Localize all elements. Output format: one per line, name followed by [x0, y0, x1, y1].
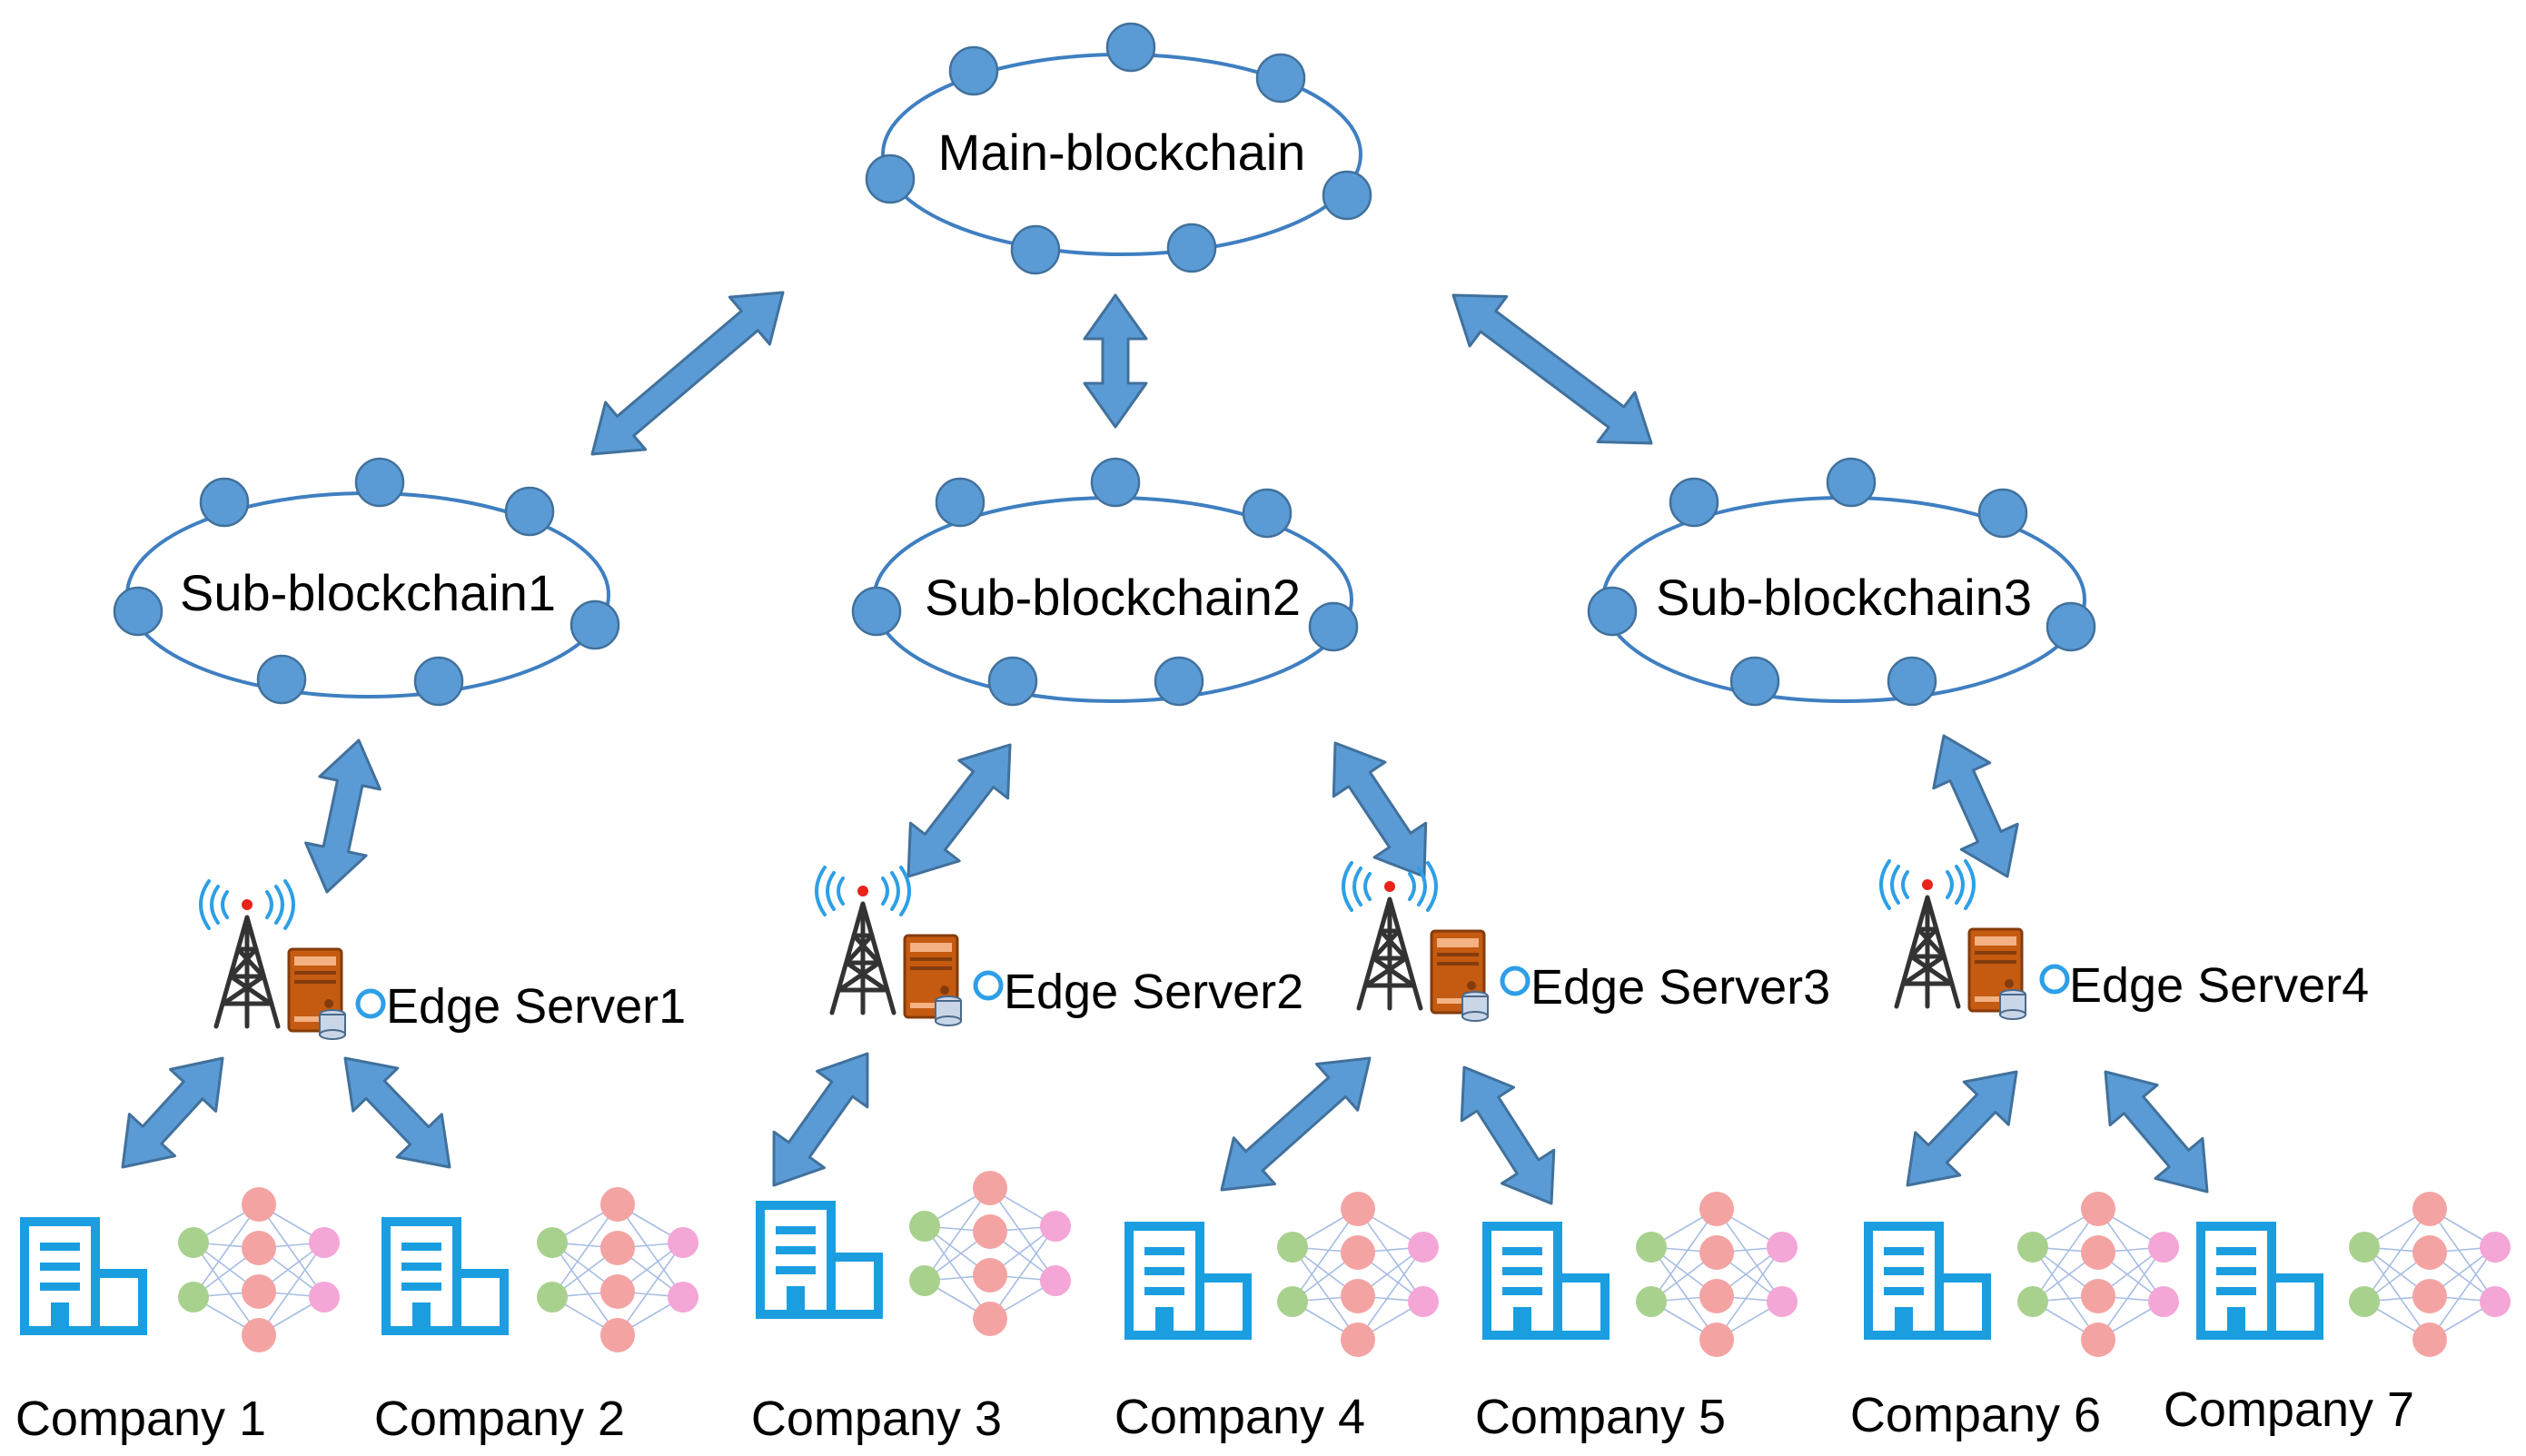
- sub-chain-2-node: [1308, 601, 1359, 652]
- edge-server-4: Edge Server4: [1881, 861, 2369, 1021]
- company-1: Company 1: [15, 1187, 340, 1446]
- cell-tower-icon: [201, 881, 293, 1026]
- edge-server-1-label: Edge Server1: [386, 979, 686, 1034]
- building-icon: [386, 1222, 504, 1331]
- sub-chain-1-node: [113, 586, 163, 637]
- main-chain-node: [948, 45, 999, 96]
- company-3-label: Company 3: [751, 1392, 1002, 1446]
- company-1-label: Company 1: [15, 1392, 266, 1446]
- double-arrow-icon: [121, 1056, 224, 1169]
- main-chain-node: [1105, 22, 1156, 73]
- neural-network-icon: [2349, 1192, 2511, 1357]
- sub-chain-2-node: [851, 586, 902, 637]
- sub-blockchain-1: Sub-blockchain1: [125, 491, 610, 698]
- sub-chain-1-node: [413, 656, 464, 707]
- edge-server-4-label: Edge Server4: [2069, 958, 2369, 1013]
- company-7: Company 7: [2164, 1192, 2511, 1437]
- sub-blockchain-2-label: Sub-blockchain2: [925, 569, 1301, 626]
- main-blockchain: Main-blockchain: [865, 22, 1372, 275]
- neural-network-icon: [1277, 1192, 1439, 1357]
- server-icon: [903, 934, 963, 1027]
- edge-server-3-label: Edge Server3: [1530, 960, 1830, 1015]
- cell-tower-icon: [817, 867, 909, 1013]
- double-arrow-icon: [1083, 293, 1148, 429]
- sub-chain-3-node: [1587, 586, 1638, 637]
- double-arrow-icon: [304, 738, 381, 894]
- double-arrow-icon: [772, 1052, 869, 1187]
- connector-icon: [973, 970, 1004, 1001]
- sub-chain-3-node: [2046, 601, 2096, 652]
- server-icon: [1430, 929, 1490, 1023]
- sub-chain-3-node: [1729, 656, 1780, 707]
- company-4: Company 4: [1114, 1192, 1439, 1444]
- main-chain-node: [865, 154, 916, 204]
- sub-chain-1-node: [570, 599, 620, 650]
- building-icon: [1868, 1226, 1986, 1335]
- connector-icon: [2039, 964, 2070, 995]
- company-7-label: Company 7: [2164, 1382, 2414, 1437]
- sub-chain-2-node: [935, 477, 986, 528]
- double-arrow-icon: [1220, 1056, 1372, 1192]
- sub-chain-1-node: [504, 486, 555, 537]
- company-4-label: Company 4: [1114, 1390, 1365, 1444]
- sub-chain-2-node: [987, 656, 1038, 707]
- neural-network-icon: [2017, 1192, 2179, 1357]
- double-arrow-icon: [2104, 1070, 2209, 1194]
- server-icon: [287, 947, 347, 1041]
- company-2-label: Company 2: [374, 1392, 625, 1446]
- building-icon: [1129, 1226, 1247, 1335]
- main-blockchain-label: Main-blockchain: [938, 124, 1306, 181]
- edge-server-2: Edge Server2: [817, 867, 1303, 1027]
- edge-server-2-label: Edge Server2: [1004, 965, 1303, 1019]
- double-arrow-icon: [1460, 1065, 1556, 1205]
- sub-chain-2-node: [1242, 488, 1293, 539]
- server-icon: [1967, 927, 2027, 1021]
- cell-tower-icon: [1881, 861, 1974, 1006]
- cell-tower-icon: [1343, 863, 1436, 1008]
- double-arrow-icon: [1451, 293, 1653, 445]
- double-arrow-icon: [906, 743, 1012, 878]
- double-arrow-icon: [343, 1056, 451, 1169]
- sub-chain-1-node: [256, 654, 307, 705]
- company-3: Company 3: [751, 1171, 1071, 1446]
- neural-network-icon: [1636, 1192, 1798, 1357]
- double-arrow-icon: [1906, 1070, 2018, 1187]
- sub-blockchain-3-label: Sub-blockchain3: [1656, 569, 2032, 626]
- company-6-label: Company 6: [1850, 1388, 2101, 1442]
- main-chain-node: [1255, 53, 1306, 104]
- building-icon: [760, 1205, 878, 1314]
- building-icon: [1487, 1226, 1605, 1335]
- double-arrow-icon: [1932, 734, 2019, 878]
- sub-chain-3-node: [1826, 457, 1877, 508]
- neural-network-icon: [537, 1187, 698, 1352]
- sub-chain-3-node: [1887, 656, 1937, 707]
- connector-icon: [1500, 966, 1530, 996]
- neural-network-icon: [909, 1171, 1071, 1336]
- edge-server-1: Edge Server1: [201, 881, 686, 1041]
- building-icon: [25, 1222, 143, 1331]
- sub-chain-3-node: [1669, 477, 1719, 528]
- company-6: Company 6: [1850, 1192, 2179, 1442]
- double-arrow-icon: [1332, 741, 1428, 878]
- sub-chain-1-node: [199, 477, 250, 528]
- edge-server-3: Edge Server3: [1343, 863, 1830, 1023]
- sub-blockchain-1-label: Sub-blockchain1: [180, 564, 556, 621]
- sub-blockchain-2: Sub-blockchain2: [872, 496, 1353, 703]
- sub-chain-2-node: [1090, 457, 1141, 508]
- company-2: Company 2: [374, 1187, 698, 1446]
- double-arrow-icon: [590, 291, 785, 456]
- main-chain-node: [1322, 170, 1372, 221]
- sub-chain-2-node: [1154, 656, 1204, 707]
- building-icon: [2201, 1226, 2319, 1335]
- sub-chain-1-node: [354, 457, 405, 508]
- main-chain-node: [1010, 224, 1061, 275]
- neural-network-icon: [178, 1187, 340, 1352]
- main-chain-node: [1166, 223, 1217, 273]
- company-5: Company 5: [1475, 1192, 1798, 1444]
- sub-chain-3-node: [1977, 488, 2028, 539]
- company-5-label: Company 5: [1475, 1390, 1726, 1444]
- connector-icon: [355, 988, 386, 1019]
